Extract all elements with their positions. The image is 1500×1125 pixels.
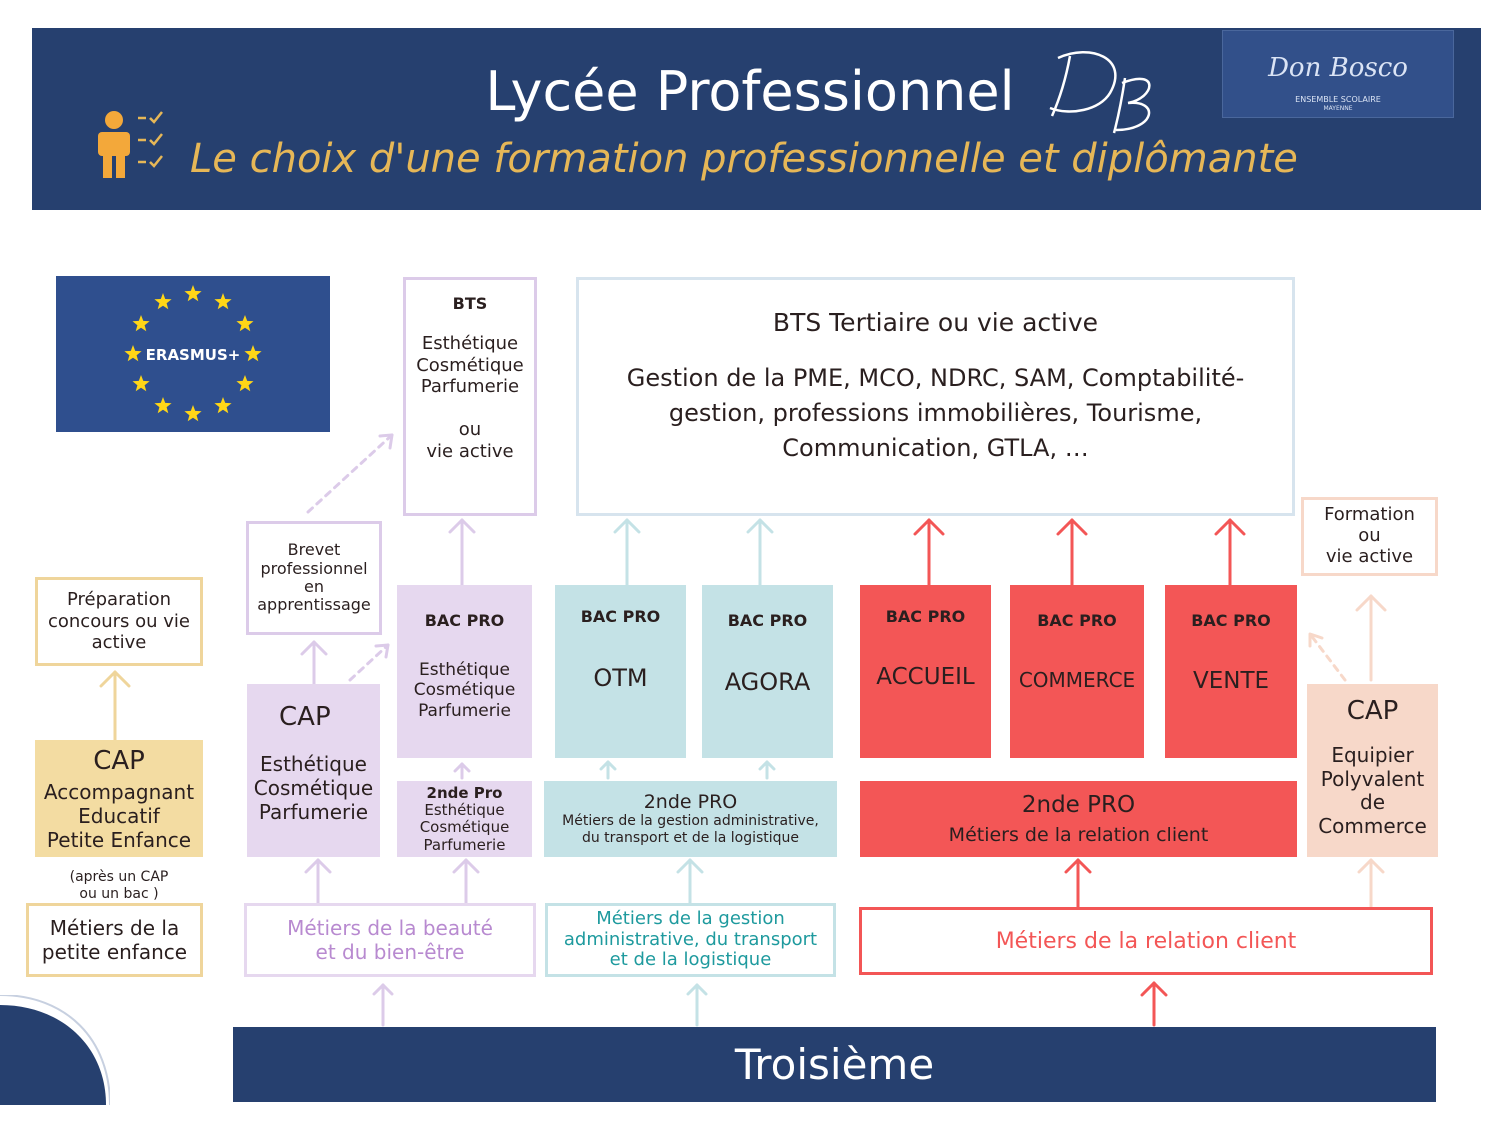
page-subtitle: Le choix d'une formation professionnelle… [190, 136, 1298, 182]
formation-vie-active-text: Formation ou vie active [1324, 504, 1415, 567]
db-monogram-logo [1049, 50, 1151, 134]
eu-star-icon [236, 315, 254, 332]
cap-commerce-box: CAP Equipier Polyvalent de Commerce [1307, 684, 1438, 857]
seconde-gestion-title: 2nde PRO [643, 791, 738, 814]
famille-petite-enfance-box: Métiers de la petite enfance [26, 903, 203, 977]
bts-tertiaire-title: BTS Tertiaire ou vie active [772, 308, 1099, 337]
cap-esthetique-text: Esthétique Cosmétique Parfumerie [253, 752, 374, 824]
arrows-gestion [599, 518, 776, 1027]
bac-otm-title: BAC PRO [580, 607, 661, 626]
bac-esthetique-box: BAC PRO Esthétique Cosmétique Parfumerie [397, 585, 532, 758]
bts-tertiaire-list: Gestion de la PME, MCO, NDRC, SAM, Compt… [626, 364, 1245, 462]
bac-agora-box: BAC PRO AGORA [702, 585, 833, 758]
cap-aepe-box: CAP Accompagnant Educatif Petite Enfance [35, 740, 203, 857]
seconde-relation-text: Métiers de la relation client [948, 824, 1209, 846]
logo-subtitle: ENSEMBLE SCOLAIRE [1295, 95, 1381, 104]
cap-aepe-name: Accompagnant Educatif Petite Enfance [43, 779, 195, 852]
person-checklist-icon [98, 111, 163, 178]
bac-esthetique-title: BAC PRO [424, 611, 505, 630]
seconde-relation-title: 2nde PRO [1021, 792, 1136, 818]
cap-aepe-note: (après un CAP ou un bac ) [69, 869, 169, 902]
bac-vente-name: VENTE [1192, 668, 1270, 694]
cap-esthetique-box: CAP Esthétique Cosmétique Parfumerie [247, 684, 380, 857]
prep-concours-box: Préparation concours ou vie active [35, 577, 203, 666]
bac-accueil-name: ACCUEIL [876, 664, 975, 690]
brevet-pro-text: Brevet professionnel en apprentissage [257, 540, 371, 615]
cap-esthetique-title: CAP [279, 702, 331, 732]
arrows-cap-commerce [1308, 594, 1387, 909]
bac-accueil-box: BAC PRO ACCUEIL [860, 585, 991, 758]
cap-commerce-title: CAP [1346, 696, 1399, 726]
arrows-beauty [300, 433, 480, 1027]
eu-star-icon [132, 375, 150, 392]
bac-commerce-title: BAC PRO [1037, 611, 1117, 630]
eu-star-icon [184, 405, 202, 422]
famille-beaute-box: Métiers de la beauté et du bien-être [244, 903, 536, 977]
arrow-pe [99, 670, 131, 742]
bts-tertiaire-box: BTS Tertiaire ou vie active Gestion de l… [576, 277, 1295, 516]
troisieme-banner: Troisième [233, 1027, 1436, 1102]
formation-vie-active-box: Formation ou vie active [1301, 497, 1438, 576]
famille-relation-text: Métiers de la relation client [995, 928, 1297, 954]
bac-vente-title: BAC PRO [1191, 611, 1271, 630]
seconde-relation-box: 2nde PRO Métiers de la relation client [860, 781, 1297, 857]
bac-otm-box: BAC PRO OTM [555, 585, 686, 758]
bts-esthetique-title: BTS [452, 294, 488, 313]
bac-agora-title: BAC PRO [727, 611, 808, 630]
eu-star-icon [236, 375, 254, 392]
bac-commerce-name: COMMERCE [1018, 668, 1136, 692]
bac-vente-box: BAC PRO VENTE [1165, 585, 1297, 758]
eu-star-icon [124, 345, 142, 362]
bts-esthetique-text: Esthétique Cosmétique Parfumerie ou vie … [416, 333, 524, 462]
seconde-gestion-box: 2nde PRO Métiers de la gestion administr… [544, 781, 837, 857]
eu-star-icon [244, 345, 262, 362]
cap-aepe-title: CAP [93, 745, 145, 776]
famille-beaute-text: Métiers de la beauté et du bien-être [287, 916, 493, 964]
eu-star-icon [154, 397, 172, 414]
famille-gestion-text: Métiers de la gestion administrative, du… [563, 907, 818, 971]
corner-decoration [0, 995, 110, 1105]
troisieme-label: Troisième [734, 1040, 935, 1089]
brevet-pro-box: Brevet professionnel en apprentissage [246, 521, 382, 635]
seconde-gestion-text: Métiers de la gestion administrative, du… [562, 813, 819, 846]
eu-stars-icon [124, 285, 262, 422]
erasmus-label: ERASMUS+ [145, 346, 241, 364]
eu-star-icon [154, 293, 172, 310]
bts-esthetique-box: BTS Esthétique Cosmétique Parfumerie ou … [403, 277, 537, 516]
bac-agora-name: AGORA [724, 668, 811, 696]
eu-star-icon [214, 293, 232, 310]
logo-name: Don Bosco [1268, 53, 1408, 83]
seconde-esthetique-text: Esthétique Cosmétique Parfumerie [419, 801, 510, 854]
cap-commerce-text: Equipier Polyvalent de Commerce [1318, 743, 1427, 838]
famille-relation-box: Métiers de la relation client [859, 907, 1433, 975]
seconde-esthetique-box: 2nde Pro Esthétique Cosmétique Parfumeri… [397, 781, 532, 857]
famille-gestion-box: Métiers de la gestion administrative, du… [545, 903, 836, 977]
arrows-relation [913, 518, 1246, 1027]
bac-commerce-box: BAC PRO COMMERCE [1010, 585, 1144, 758]
seconde-esthetique-title: 2nde Pro [426, 784, 503, 803]
prep-concours-text: Préparation concours ou vie active [47, 589, 190, 654]
eu-star-icon [184, 285, 202, 302]
bac-otm-name: OTM [593, 664, 648, 692]
eu-star-icon [132, 315, 150, 332]
famille-petite-enfance-text: Métiers de la petite enfance [41, 916, 188, 964]
logo-location: MAYENNE [1323, 105, 1353, 112]
eu-star-icon [214, 397, 232, 414]
bac-accueil-title: BAC PRO [885, 607, 966, 626]
page-title: Lycée Professionnel [485, 60, 1015, 123]
don-bosco-logo: Don Bosco ENSEMBLE SCOLAIRE MAYENNE [1222, 30, 1454, 118]
erasmus-logo: ERASMUS+ [56, 276, 330, 432]
bac-esthetique-text: Esthétique Cosmétique Parfumerie [413, 660, 516, 721]
